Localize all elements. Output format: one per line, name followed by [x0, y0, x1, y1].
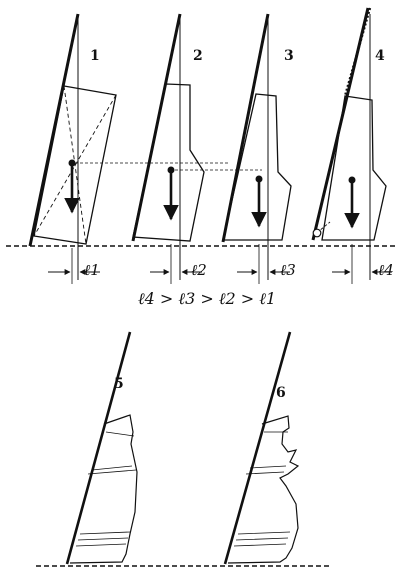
- inequality-caption: ℓ4 > ℓ3 > ℓ2 > ℓ1: [138, 289, 276, 308]
- panel-6-inner-outline: [233, 431, 291, 547]
- panel-2-body: [132, 83, 205, 242]
- panel-4-body: [321, 95, 387, 241]
- panel-4-dashed-edge: [312, 221, 331, 237]
- panel-3: 3 ℓ3: [221, 13, 296, 284]
- panel-4-center-of-gravity: [348, 176, 356, 184]
- panel-1-number: 1: [90, 48, 100, 64]
- panel-1-support-line: [28, 13, 80, 247]
- panel-5-number: 5: [114, 376, 124, 392]
- panel-5-body-outline: [69, 414, 138, 564]
- panel-6-body-outline: [227, 415, 300, 564]
- panel-3-center-of-gravity: [255, 175, 263, 183]
- panel-3-body: [222, 93, 292, 241]
- panel-5-inner-outline: [75, 431, 137, 547]
- panel-3-distance-label: ℓ3: [280, 261, 296, 279]
- panel-1-distance-label: ℓ1: [84, 261, 100, 279]
- panel-4-tilted-dotted-line: [343, 7, 372, 97]
- panel-5: 5: [65, 331, 138, 565]
- panel-1-center-of-gravity: [68, 159, 76, 167]
- panel-1: 1 ℓ1: [28, 13, 117, 284]
- panel-1-diagonal-b: [33, 94, 117, 237]
- panel-6: 6: [223, 331, 300, 565]
- panel-1-diagonal-a: [63, 85, 87, 245]
- panel-2-number: 2: [193, 48, 203, 64]
- panel-1-body: [33, 85, 117, 245]
- panel-4-pivot-circle: [312, 228, 322, 238]
- panel-2-distance-label: ℓ2: [191, 261, 207, 279]
- panel-5-support-line: [65, 331, 132, 565]
- panel-3-number: 3: [284, 48, 294, 64]
- panel-2-center-of-gravity: [167, 166, 175, 174]
- panel-4: 4 ℓ4: [311, 7, 394, 284]
- panel-4-distance-label: ℓ4: [378, 261, 394, 279]
- panel-2: 2 ℓ2: [131, 13, 207, 284]
- panel-6-support-line: [223, 331, 292, 565]
- panel-6-number: 6: [276, 385, 286, 401]
- panel-4-number: 4: [375, 48, 385, 64]
